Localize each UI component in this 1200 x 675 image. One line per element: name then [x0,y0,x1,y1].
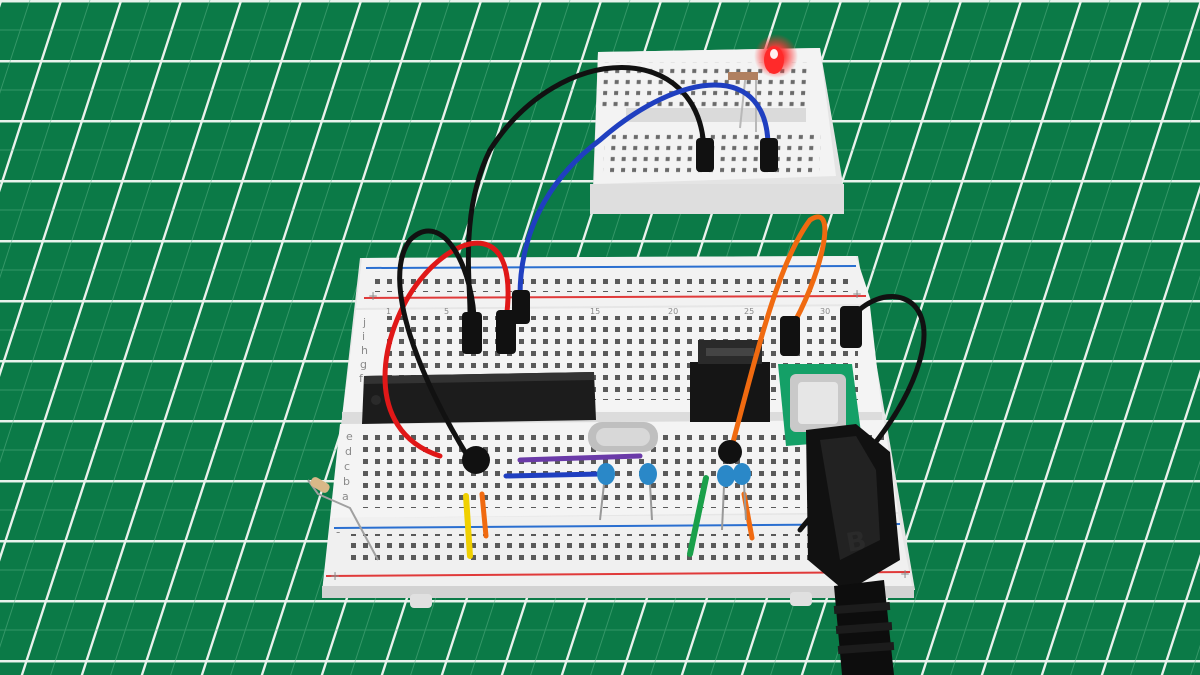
connector-housing-3 [462,312,482,354]
red-wire-loop [382,240,511,459]
connector-tip-2 [718,440,742,464]
crystal-oscillator [588,422,658,452]
row-label-d: d [345,445,352,458]
usb-cable-plug: B [806,424,900,675]
row-label-i: i [362,330,365,343]
row-label-g: g [360,358,367,371]
usb-breakout-board [778,364,862,446]
dip-ic-chip [362,372,596,424]
row-label-j: j [362,316,366,329]
col-label-30: 30 [820,307,830,316]
rail-plus-bottom: + [330,569,340,583]
rail-plus-bottom-right: + [900,567,910,581]
rail-plus-top: + [368,289,378,303]
connector-housing-6 [780,316,800,356]
connector-tip-1 [462,446,490,474]
row-label-b: b [343,475,350,488]
connector-housing-5 [512,290,530,324]
row-label-c: c [344,460,350,473]
blue-jumper-wire [503,471,603,479]
col-label-25: 25 [744,307,754,316]
rail-minus-bottom: - [336,525,340,539]
col-label-5: 5 [444,307,449,316]
col-label-15: 15 [590,307,600,316]
col-label-1: 1 [386,307,391,316]
capacitor-2 [639,463,657,521]
rail-plus-top-right: + [852,287,862,301]
row-label-f: f [359,372,364,385]
voltage-regulator [690,340,770,422]
green-jumper-wire [687,475,709,557]
purple-jumper-wire [517,453,643,463]
connector-housing-4 [496,310,516,354]
yellow-jumper-wire [463,493,473,559]
black-wire-loop [397,228,477,463]
row-label-e: e [346,430,353,443]
small-breadboard [590,48,844,214]
connector-housing-7 [840,306,862,348]
red-led [728,34,798,132]
connector-housing-1 [696,138,714,172]
col-label-20: 20 [668,307,678,316]
black-wire-small-to-main [465,65,707,315]
orange-wire-loop [729,214,828,449]
connector-housing-2 [760,138,778,172]
row-label-h: h [361,344,368,357]
capacitor-4 [733,463,751,521]
resistor [307,477,379,561]
blue-wire-led [517,82,771,299]
row-label-a: a [342,490,349,503]
capacitor-1 [597,463,615,521]
capacitor-3 [717,465,735,531]
orange-jumper-wire-left [479,491,489,539]
